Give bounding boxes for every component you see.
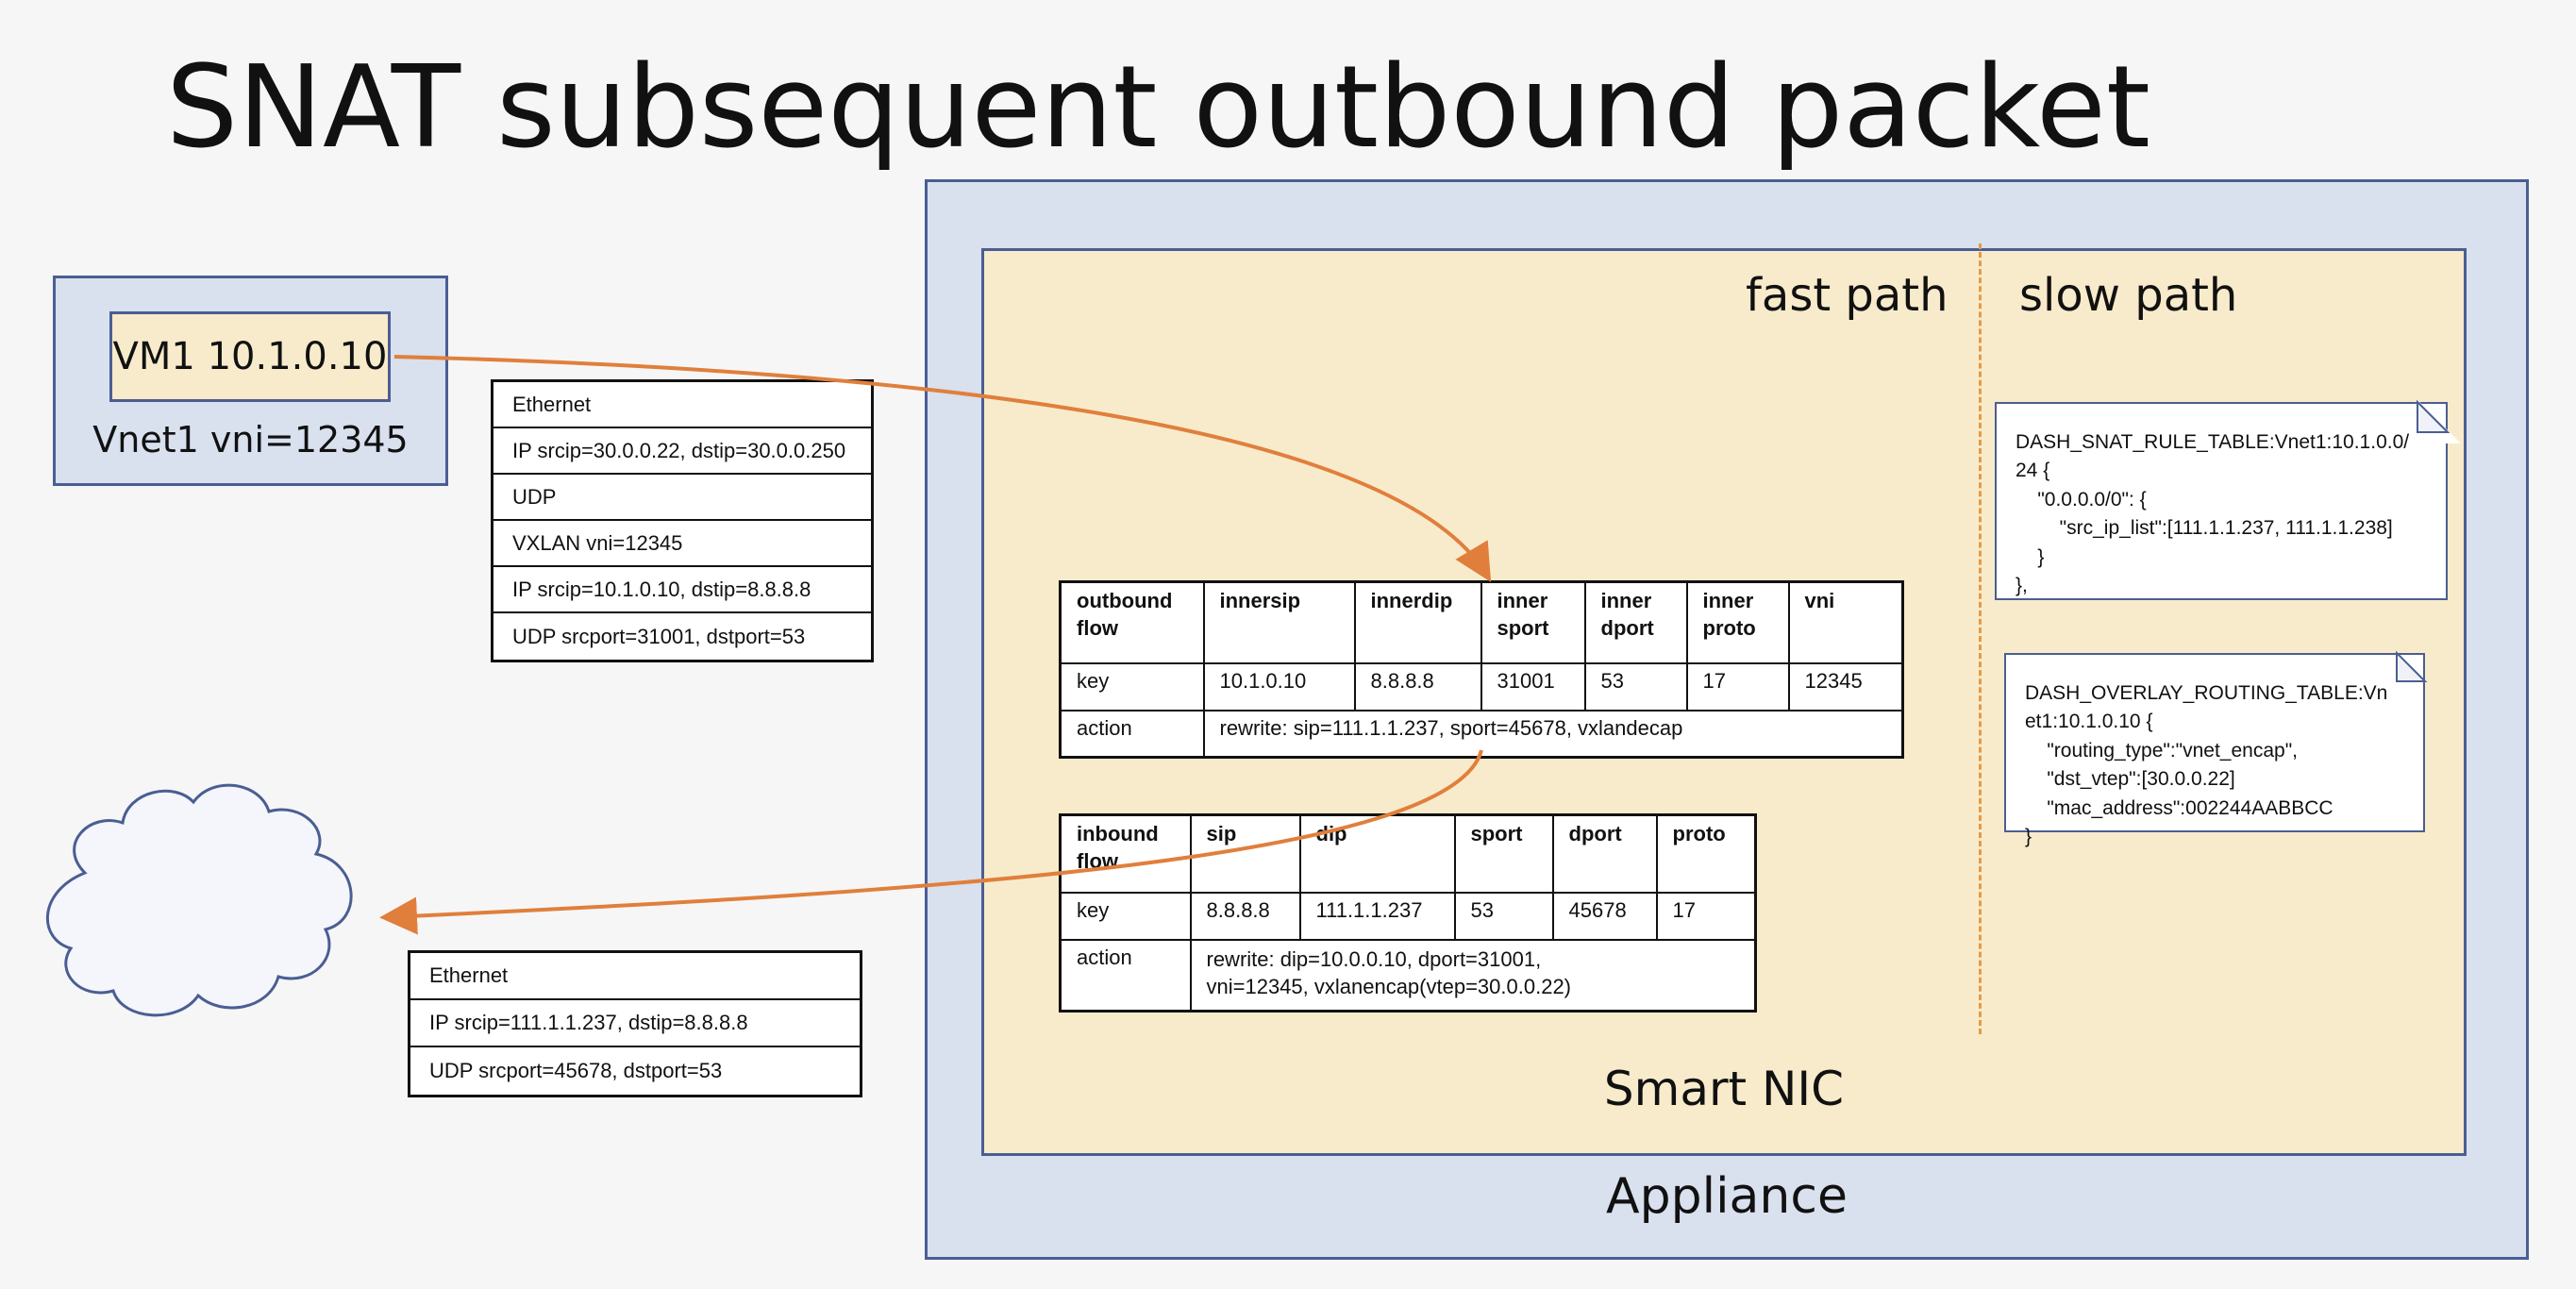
internet-label: Internet	[127, 887, 278, 930]
header-row: IP srcip=111.1.1.237, dstip=8.8.8.8	[410, 1000, 860, 1047]
table-header-cell: proto	[1655, 813, 1757, 894]
header-row: Ethernet	[410, 953, 860, 1000]
appliance-label: Appliance	[1606, 1168, 1848, 1225]
table-cell: 8.8.8.8	[1189, 891, 1301, 941]
table-header-cell: outbound flow	[1059, 580, 1205, 664]
table-cell: 12345	[1787, 661, 1904, 711]
table-header-cell: inner proto	[1685, 580, 1790, 664]
table-cell: 45678	[1551, 891, 1658, 941]
table-cell: rewrite: sip=111.1.1.237, sport=45678, v…	[1202, 709, 1904, 759]
table-header-cell: inner dport	[1583, 580, 1688, 664]
action-line: rewrite: dip=10.0.0.10, dport=31001,	[1206, 946, 1542, 971]
table-header-cell: inbound flow	[1059, 813, 1192, 894]
table-header-cell: sip	[1189, 813, 1301, 894]
table-header-cell: sport	[1453, 813, 1554, 894]
table-cell: key	[1059, 661, 1205, 711]
table-cell: 53	[1583, 661, 1688, 711]
table-row: action rewrite: sip=111.1.1.237, sport=4…	[1059, 709, 1904, 759]
inbound-flow-table: inbound flow sip dip sport dport proto k…	[1059, 813, 1757, 1013]
outbound-flow-table: outbound flow innersip innerdip inner sp…	[1059, 580, 1904, 759]
table-header-cell: inner sport	[1480, 580, 1586, 664]
table-row: key 10.1.0.10 8.8.8.8 31001 53 17 12345	[1059, 661, 1904, 711]
table-header-cell: innerdip	[1353, 580, 1482, 664]
header-row: UDP	[493, 475, 871, 521]
table-header-cell: innersip	[1202, 580, 1356, 664]
table-cell: action	[1059, 938, 1192, 1013]
outer-packet-headers: Ethernet IP srcip=30.0.0.22, dstip=30.0.…	[491, 379, 874, 662]
internet-packet-headers: Ethernet IP srcip=111.1.1.237, dstip=8.8…	[408, 950, 862, 1097]
table-cell: action	[1059, 709, 1205, 759]
action-line: vni=12345, vxlanencap(vtep=30.0.0.22)	[1206, 975, 1572, 999]
table-row: action rewrite: dip=10.0.0.10, dport=310…	[1059, 938, 1757, 1013]
table-header-row: inbound flow sip dip sport dport proto	[1059, 813, 1757, 894]
table-header-cell: dport	[1551, 813, 1658, 894]
vm-box: VM1 10.1.0.10	[109, 311, 391, 402]
table-cell: 31001	[1480, 661, 1586, 711]
page-title: SNAT subsequent outbound packet	[166, 42, 2150, 174]
table-cell: 8.8.8.8	[1353, 661, 1482, 711]
vnet-label: Vnet1 vni=12345	[92, 419, 409, 460]
header-row: Ethernet	[493, 382, 871, 428]
table-header-row: outbound flow innersip innerdip inner sp…	[1059, 580, 1904, 664]
snat-rule-note: DASH_SNAT_RULE_TABLE:Vnet1:10.1.0.0/ 24 …	[1995, 402, 2448, 600]
path-divider	[1979, 243, 1982, 1034]
table-header-cell: dip	[1298, 813, 1456, 894]
header-row: IP srcip=10.1.0.10, dstip=8.8.8.8	[493, 567, 871, 613]
table-cell: 53	[1453, 891, 1554, 941]
table-row: key 8.8.8.8 111.1.1.237 53 45678 17	[1059, 891, 1757, 941]
table-cell: key	[1059, 891, 1192, 941]
header-row: UDP srcport=31001, dstport=53	[512, 624, 806, 648]
table-cell: 10.1.0.10	[1202, 661, 1356, 711]
header-row: UDP srcport=45678, dstport=53	[429, 1059, 723, 1082]
table-cell: 17	[1685, 661, 1790, 711]
table-cell: 17	[1655, 891, 1757, 941]
header-row: VXLAN vni=12345	[493, 521, 871, 567]
table-cell: 111.1.1.237	[1298, 891, 1456, 941]
slow-path-label: slow path	[2019, 269, 2238, 322]
fast-path-label: fast path	[1746, 269, 1949, 322]
table-cell: rewrite: dip=10.0.0.10, dport=31001, vni…	[1189, 938, 1757, 1013]
table-header-cell: vni	[1787, 580, 1904, 664]
header-row: IP srcip=30.0.0.22, dstip=30.0.0.250	[493, 428, 871, 475]
overlay-routing-note: DASH_OVERLAY_ROUTING_TABLE:Vn et1:10.1.0…	[2004, 653, 2425, 847]
smart-nic-label: Smart NIC	[1603, 1062, 1845, 1116]
